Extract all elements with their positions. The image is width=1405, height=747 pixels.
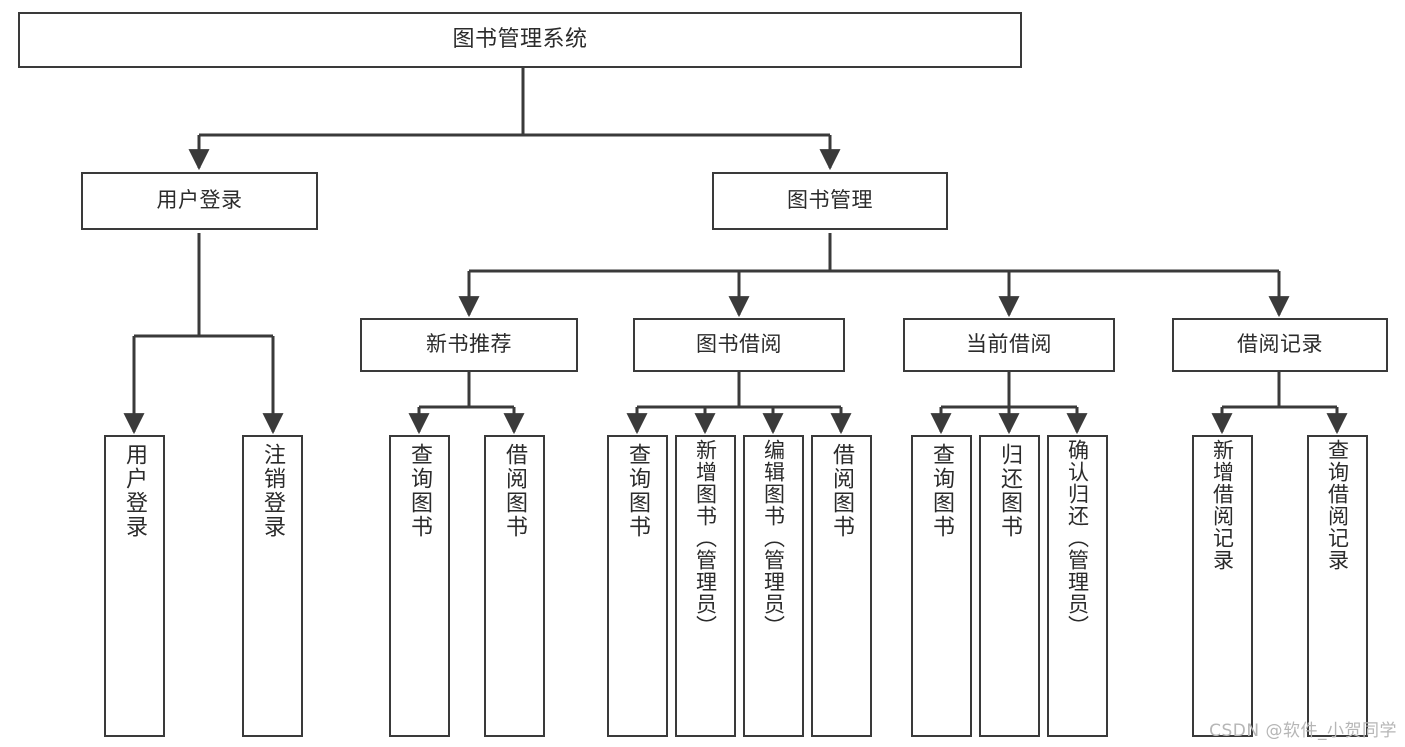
node-root-system[interactable]: 图书管理系统 <box>18 12 1022 68</box>
node-book-management[interactable]: 图书管理 <box>712 172 948 230</box>
leaf-confirm-return-admin[interactable]: 确认归还（管理员） <box>1047 435 1108 737</box>
node-label: 图书管理系统 <box>452 26 588 52</box>
node-label: 新增借阅记录 <box>1210 439 1235 571</box>
leaf-borrow-books-recommend[interactable]: 借阅图书 <box>484 435 545 737</box>
leaf-add-borrow-record[interactable]: 新增借阅记录 <box>1192 435 1253 737</box>
leaf-query-books-recommend[interactable]: 查询图书 <box>389 435 450 737</box>
node-label: 新增图书（管理员） <box>693 439 718 637</box>
node-label: 新书推荐 <box>426 332 512 357</box>
node-book-borrow[interactable]: 图书借阅 <box>633 318 845 372</box>
node-user-login[interactable]: 用户登录 <box>81 172 318 230</box>
leaf-query-books-borrow[interactable]: 查询图书 <box>607 435 668 737</box>
node-label: 用户登录 <box>122 443 148 539</box>
node-label: 用户登录 <box>156 188 243 213</box>
leaf-query-borrow-record[interactable]: 查询借阅记录 <box>1307 435 1368 737</box>
leaf-return-books[interactable]: 归还图书 <box>979 435 1040 737</box>
node-label: 查询图书 <box>407 443 433 539</box>
node-label: 注销登录 <box>260 443 286 539</box>
node-label: 图书借阅 <box>696 332 782 357</box>
node-borrow-record[interactable]: 借阅记录 <box>1172 318 1388 372</box>
node-new-book-recommend[interactable]: 新书推荐 <box>360 318 578 372</box>
node-label: 借阅图书 <box>829 443 855 539</box>
node-label: 图书管理 <box>787 188 873 213</box>
leaf-add-book-admin[interactable]: 新增图书（管理员） <box>675 435 736 737</box>
node-label: 查询图书 <box>625 443 651 539</box>
leaf-logout[interactable]: 注销登录 <box>242 435 303 737</box>
node-label: 查询借阅记录 <box>1325 439 1350 571</box>
leaf-query-books-current[interactable]: 查询图书 <box>911 435 972 737</box>
node-label: 借阅记录 <box>1237 332 1323 357</box>
node-label: 编辑图书（管理员） <box>761 439 786 637</box>
leaf-borrow-books[interactable]: 借阅图书 <box>811 435 872 737</box>
leaf-edit-book-admin[interactable]: 编辑图书（管理员） <box>743 435 804 737</box>
node-label: 借阅图书 <box>502 443 528 539</box>
node-current-borrow[interactable]: 当前借阅 <box>903 318 1115 372</box>
node-label: 当前借阅 <box>966 332 1052 357</box>
leaf-user-login[interactable]: 用户登录 <box>104 435 165 737</box>
node-label: 归还图书 <box>997 443 1023 539</box>
node-label: 查询图书 <box>929 443 955 539</box>
watermark-text: CSDN @软件_小贺同学 <box>1209 721 1397 741</box>
node-label: 确认归还（管理员） <box>1065 439 1090 637</box>
